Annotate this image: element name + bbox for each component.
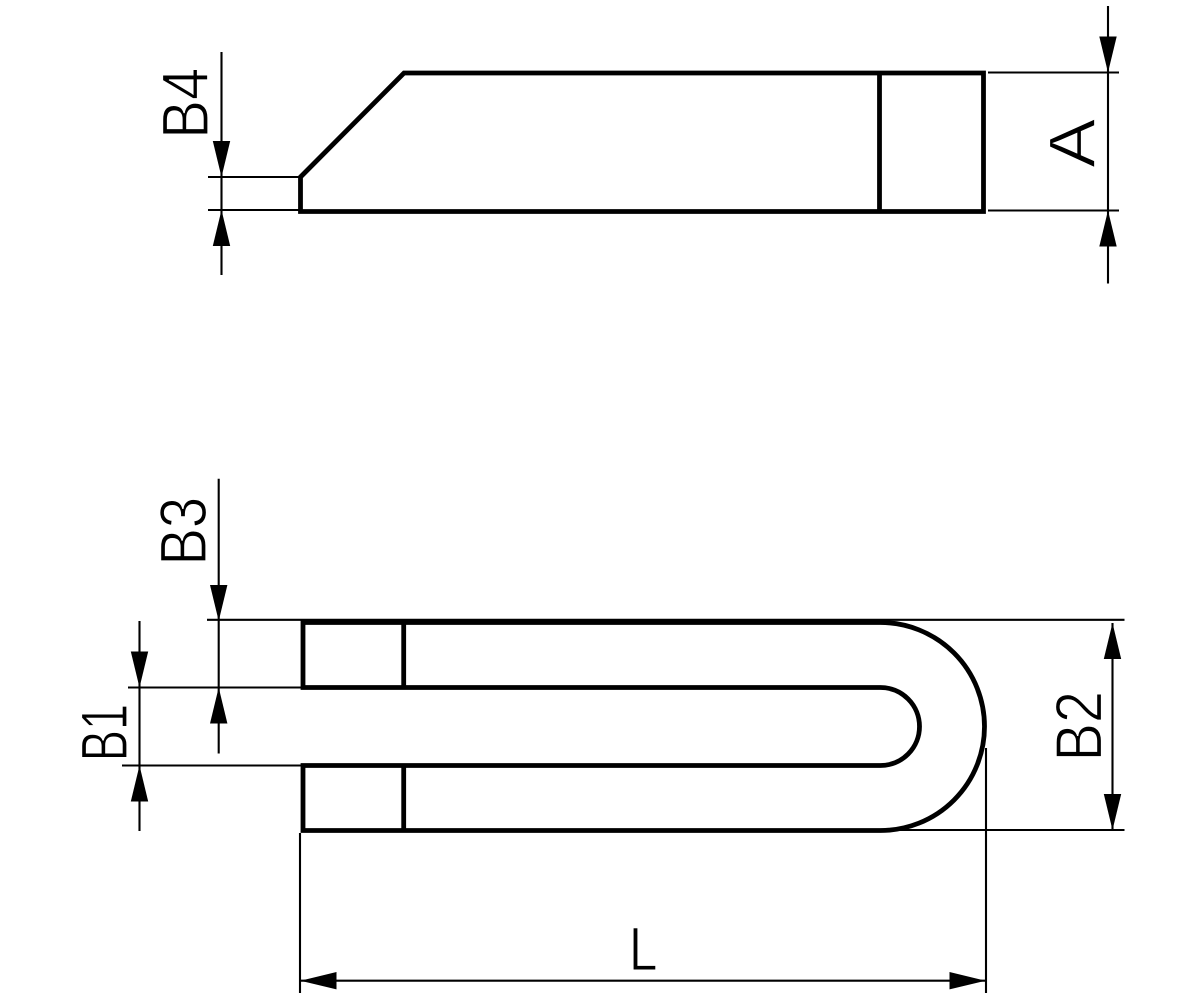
svg-text:B1: B1: [68, 704, 142, 761]
svg-text:B3: B3: [147, 497, 220, 566]
svg-text:B4: B4: [150, 68, 223, 139]
svg-text:A: A: [1036, 118, 1109, 168]
svg-text:L: L: [629, 916, 658, 984]
svg-text:B2: B2: [1043, 691, 1117, 761]
